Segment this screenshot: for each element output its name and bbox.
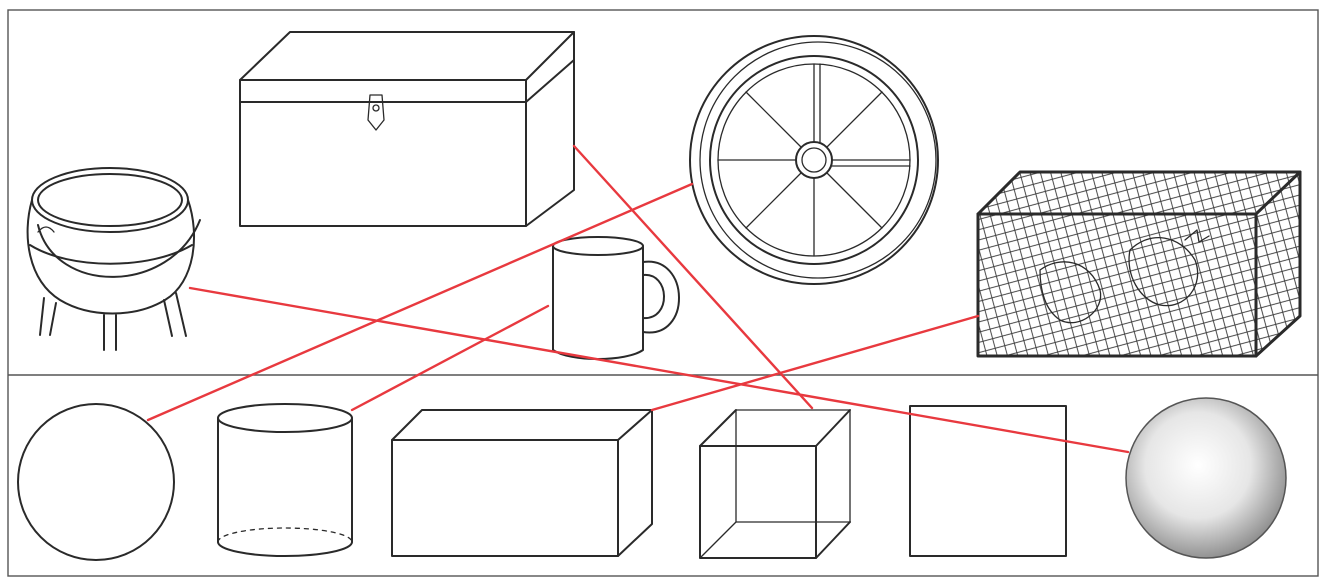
chicken-cage-icon	[976, 170, 1302, 358]
wireframe-cube-shape-icon	[699, 409, 851, 559]
match-line-mug-to-cylinder	[350, 304, 550, 412]
square-shape-icon	[909, 405, 1067, 557]
cauldron-pot-icon	[26, 167, 201, 351]
match-line-pot-to-sphere	[188, 286, 1130, 454]
worksheet-frame	[7, 9, 1319, 577]
cylinder-shape-icon	[217, 403, 353, 557]
cuboid-shape-icon	[391, 409, 653, 557]
treasure-chest-icon	[239, 31, 575, 227]
wagon-wheel-icon	[689, 35, 939, 285]
mug-icon	[552, 236, 680, 360]
match-line-wheel-to-circle	[146, 182, 694, 422]
match-line-chest-to-cube	[572, 144, 814, 410]
match-line-cage-to-cuboid	[650, 314, 980, 412]
circle-shape-icon	[17, 403, 175, 561]
shaded-sphere-shape-icon	[1125, 397, 1287, 559]
match-lines	[146, 144, 1130, 454]
